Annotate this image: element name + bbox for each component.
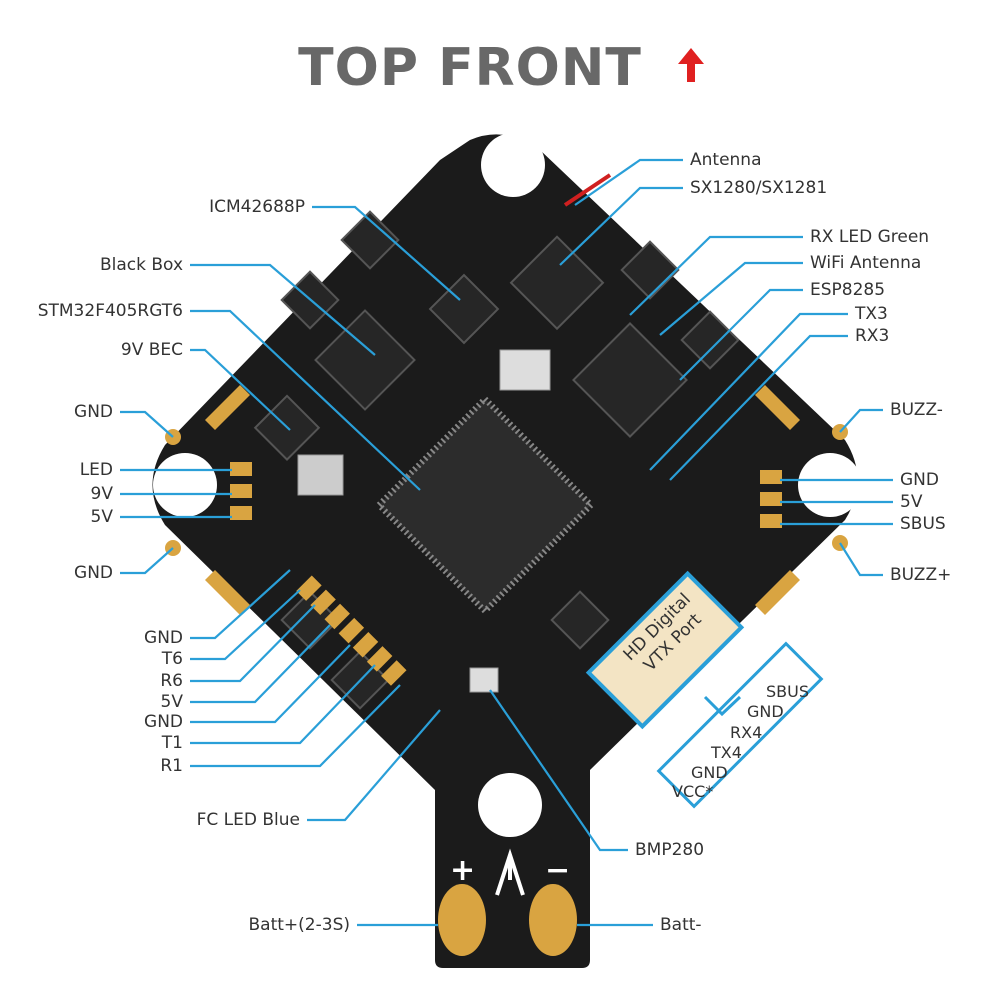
tail-minus-mark: − xyxy=(545,853,570,888)
vtx-port-connector xyxy=(585,570,745,730)
label-buzz-minus: BUZZ- xyxy=(890,400,943,420)
label-gnd-top-left: GND xyxy=(74,402,113,422)
crystal xyxy=(499,349,551,391)
label-batt-minus: Batt- xyxy=(660,915,702,935)
vtx-pin-rx4: RX4 xyxy=(730,723,763,742)
label-tx3: TX3 xyxy=(855,304,888,324)
label-r1: R1 xyxy=(160,756,183,776)
vtx-pin-sbus: SBUS xyxy=(766,682,809,701)
mount-hole-left xyxy=(153,453,217,517)
mount-hole-right xyxy=(798,453,862,517)
red-up-arrow-icon xyxy=(678,48,704,82)
vtx-pin-gnd2: GND xyxy=(691,763,728,782)
mount-hole-bottom xyxy=(478,773,542,837)
tail-plus-mark: + xyxy=(450,853,475,888)
bmp280-sensor xyxy=(469,667,499,693)
page-title: TOP FRONT xyxy=(298,38,642,98)
label-batt-plus: Batt+(2-3S) xyxy=(248,915,350,935)
mount-hole-top xyxy=(481,133,545,197)
label-black-box: Black Box xyxy=(100,255,183,275)
label-rx-led-green: RX LED Green xyxy=(810,227,930,247)
label-5v: 5V xyxy=(90,507,113,527)
vtx-pin-vcc: VCC* xyxy=(672,782,714,801)
batt-minus-pad xyxy=(529,884,577,956)
label-gnd-mid-left: GND xyxy=(74,563,113,583)
mcu-chip xyxy=(374,394,596,616)
label-5v-uart: 5V xyxy=(160,692,183,712)
label-rx3: RX3 xyxy=(855,326,890,346)
vtx-pin-box xyxy=(656,641,824,809)
label-gnd-uart1: GND xyxy=(144,712,183,732)
label-5v-right: 5V xyxy=(900,492,923,512)
label-buzz-plus: BUZZ+ xyxy=(890,565,952,585)
label-antenna: Antenna xyxy=(690,150,762,170)
label-wifi-antenna: WiFi Antenna xyxy=(810,253,922,273)
direction-arrow-mark xyxy=(495,848,525,896)
label-led: LED xyxy=(79,460,113,480)
esp-chip xyxy=(572,322,688,438)
label-r6: R6 xyxy=(160,671,183,691)
label-stm32: STM32F405RGT6 xyxy=(37,301,183,321)
leader-lines xyxy=(120,158,893,927)
vtx-pin-gnd: GND xyxy=(747,702,784,721)
label-9v: 9V xyxy=(90,484,113,504)
sx1280-chip xyxy=(509,235,605,331)
label-fc-led-blue: FC LED Blue xyxy=(196,810,300,830)
label-t1: T1 xyxy=(161,733,183,753)
label-gnd-uart6: GND xyxy=(144,628,183,648)
batt-plus-pad xyxy=(438,884,486,956)
label-bmp280: BMP280 xyxy=(635,840,705,860)
blackbox-chip xyxy=(314,309,416,411)
gyro-chip xyxy=(428,273,500,345)
label-gnd-right: GND xyxy=(900,470,939,490)
label-t6: T6 xyxy=(161,649,183,669)
label-esp8285: ESP8285 xyxy=(810,280,886,300)
label-sx1280: SX1280/SX1281 xyxy=(690,178,828,198)
label-icm42688p: ICM42688P xyxy=(209,197,305,217)
vtx-pin-tx4: TX4 xyxy=(711,743,742,762)
label-sbus-right: SBUS xyxy=(900,514,946,534)
label-9v-bec: 9V BEC xyxy=(120,340,183,360)
